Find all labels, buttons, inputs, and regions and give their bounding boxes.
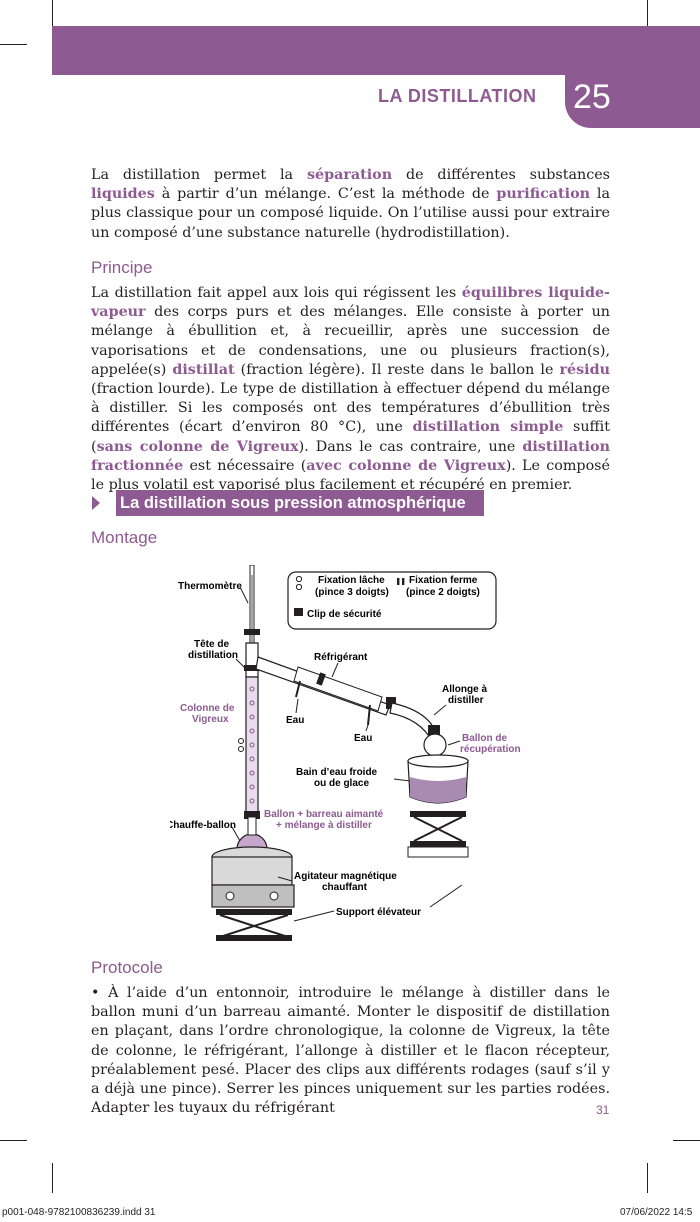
safety-clip-icon	[294, 608, 303, 616]
label-bain-2: ou de glace	[314, 778, 369, 789]
label-tete-1: Tête de	[194, 639, 229, 650]
legend-loose: Fixation lâche	[318, 575, 385, 586]
crop-mark	[647, 1163, 648, 1193]
keyword: sans colonne de Vigreux	[96, 438, 299, 455]
crop-mark	[0, 1140, 27, 1141]
label-eau-2: Eau	[354, 733, 372, 744]
label-allonge-2: distiller	[448, 695, 484, 706]
text-run: (fraction lourde). Le type de distillati…	[91, 381, 610, 436]
header-band	[52, 26, 700, 75]
protocole-paragraph: • À l’aide d’un entonnoir, introduire le…	[91, 985, 610, 1117]
label-eau-1: Eau	[286, 715, 304, 726]
label-thermometre: Thermomètre	[178, 581, 242, 592]
magnetic-stirrer	[211, 884, 295, 908]
crop-mark	[673, 1140, 700, 1141]
keyword: distillat	[172, 361, 235, 378]
text-run: ). Dans le cas contraire, une	[298, 438, 523, 455]
legend-clip: Clip de sécurité	[307, 609, 382, 620]
keyword: équilibres liquide-vapeur	[91, 285, 610, 321]
crop-mark	[647, 0, 648, 27]
lab-jack	[410, 811, 466, 817]
legend-tight: Fixation ferme	[409, 575, 478, 586]
label-agitateur-1: Agitateur magnétique	[294, 871, 397, 882]
keyword: liquides	[91, 186, 155, 203]
label-chauffe-ballon: Chauffe-ballon	[170, 820, 236, 831]
principe-heading: Principe	[91, 258, 153, 277]
text-run: des corps purs et des mélanges. Elle con…	[91, 304, 610, 378]
chapter-title: LA DISTILLATION	[378, 86, 537, 106]
chapter-number-tab	[565, 72, 700, 128]
label-ballon-recuperation-2: récupération	[460, 744, 521, 755]
receiving-flask	[423, 733, 447, 757]
loose-clamp-icon	[238, 738, 244, 744]
legend-box	[287, 571, 497, 630]
legend-pince2: (pince 2 doigts)	[406, 587, 480, 598]
keyword: purification	[496, 186, 591, 203]
text-run: suffit (	[91, 419, 610, 455]
clip	[244, 811, 260, 819]
distillation-head	[245, 642, 259, 678]
chapter-number: 25	[573, 78, 611, 116]
label-colonne-1: Colonne de	[180, 703, 235, 714]
text-run: la plus classique pour un composé liquid…	[91, 186, 610, 241]
label-refrigerant: Réfrigérant	[314, 652, 368, 663]
keyword: distillation fractionnée	[91, 438, 610, 474]
protocole-heading: Protocole	[91, 958, 163, 977]
label-support: Support élévateur	[336, 907, 421, 918]
section-marker-icon	[92, 496, 100, 510]
loose-clamp-icon	[295, 583, 303, 591]
label-allonge-1: Allonge à	[442, 684, 487, 695]
label-ballon-recuperation-1: Ballon de	[462, 733, 507, 744]
text-run: (fraction légère). Il reste dans le ball…	[234, 361, 560, 378]
principe-paragraph: La distillation fait appel aux lois qui …	[91, 284, 610, 495]
tight-clamp-icon	[402, 578, 405, 585]
distillation-diagram: Fixation lâche (pince 3 doigts) Fixation…	[170, 565, 521, 941]
clip	[428, 725, 440, 735]
keyword: résidu	[559, 361, 611, 378]
crop-mark	[52, 1163, 53, 1193]
legend-pince3: (pince 3 doigts)	[315, 587, 389, 598]
clip	[386, 697, 396, 709]
lab-jack	[216, 909, 292, 915]
label-ballon-barreau-2: + mélange à distiller	[276, 820, 372, 831]
text-run: La distillation fait appel aux lois qui …	[91, 285, 462, 301]
page-number: 31	[596, 1103, 610, 1117]
crop-mark	[52, 0, 53, 27]
intro-paragraph: La distillation permet la séparation de …	[91, 166, 610, 243]
text-run: La distillation permet la	[91, 167, 307, 183]
footer-date: 07/06/2022 14:5	[620, 1207, 693, 1218]
footer-file: p001-048-9782100836239.indd 31	[2, 1207, 156, 1218]
text-run: est nécessaire (	[183, 457, 307, 474]
text-run: ). Le composé le plus volatil est vapori…	[91, 457, 610, 494]
label-agitateur-2: chauffant	[322, 882, 368, 893]
label-colonne-2: Vigreux	[192, 714, 229, 725]
clamp	[244, 665, 260, 671]
label-bain-1: Bain d’eau froide	[296, 767, 378, 778]
keyword: distillation simple	[412, 419, 564, 436]
keyword: avec colonne de Vigreux	[306, 457, 506, 474]
section-title: La distillation sous pression atmosphéri…	[116, 490, 484, 516]
clamp	[244, 629, 260, 635]
loose-clamp-icon	[238, 746, 244, 752]
text-run: à partir d’un mélange. C’est la méthode …	[154, 186, 497, 203]
label-tete-2: distillation	[188, 650, 238, 661]
keyword: séparation	[306, 167, 393, 183]
crop-mark	[0, 44, 27, 45]
loose-clamp-icon	[295, 575, 303, 583]
text-run: de différentes substances	[392, 167, 610, 183]
label-ballon-barreau-1: Ballon + barreau aimanté	[264, 809, 384, 820]
clamp	[316, 672, 326, 686]
tight-clamp-icon	[397, 578, 400, 585]
montage-heading: Montage	[91, 528, 158, 547]
